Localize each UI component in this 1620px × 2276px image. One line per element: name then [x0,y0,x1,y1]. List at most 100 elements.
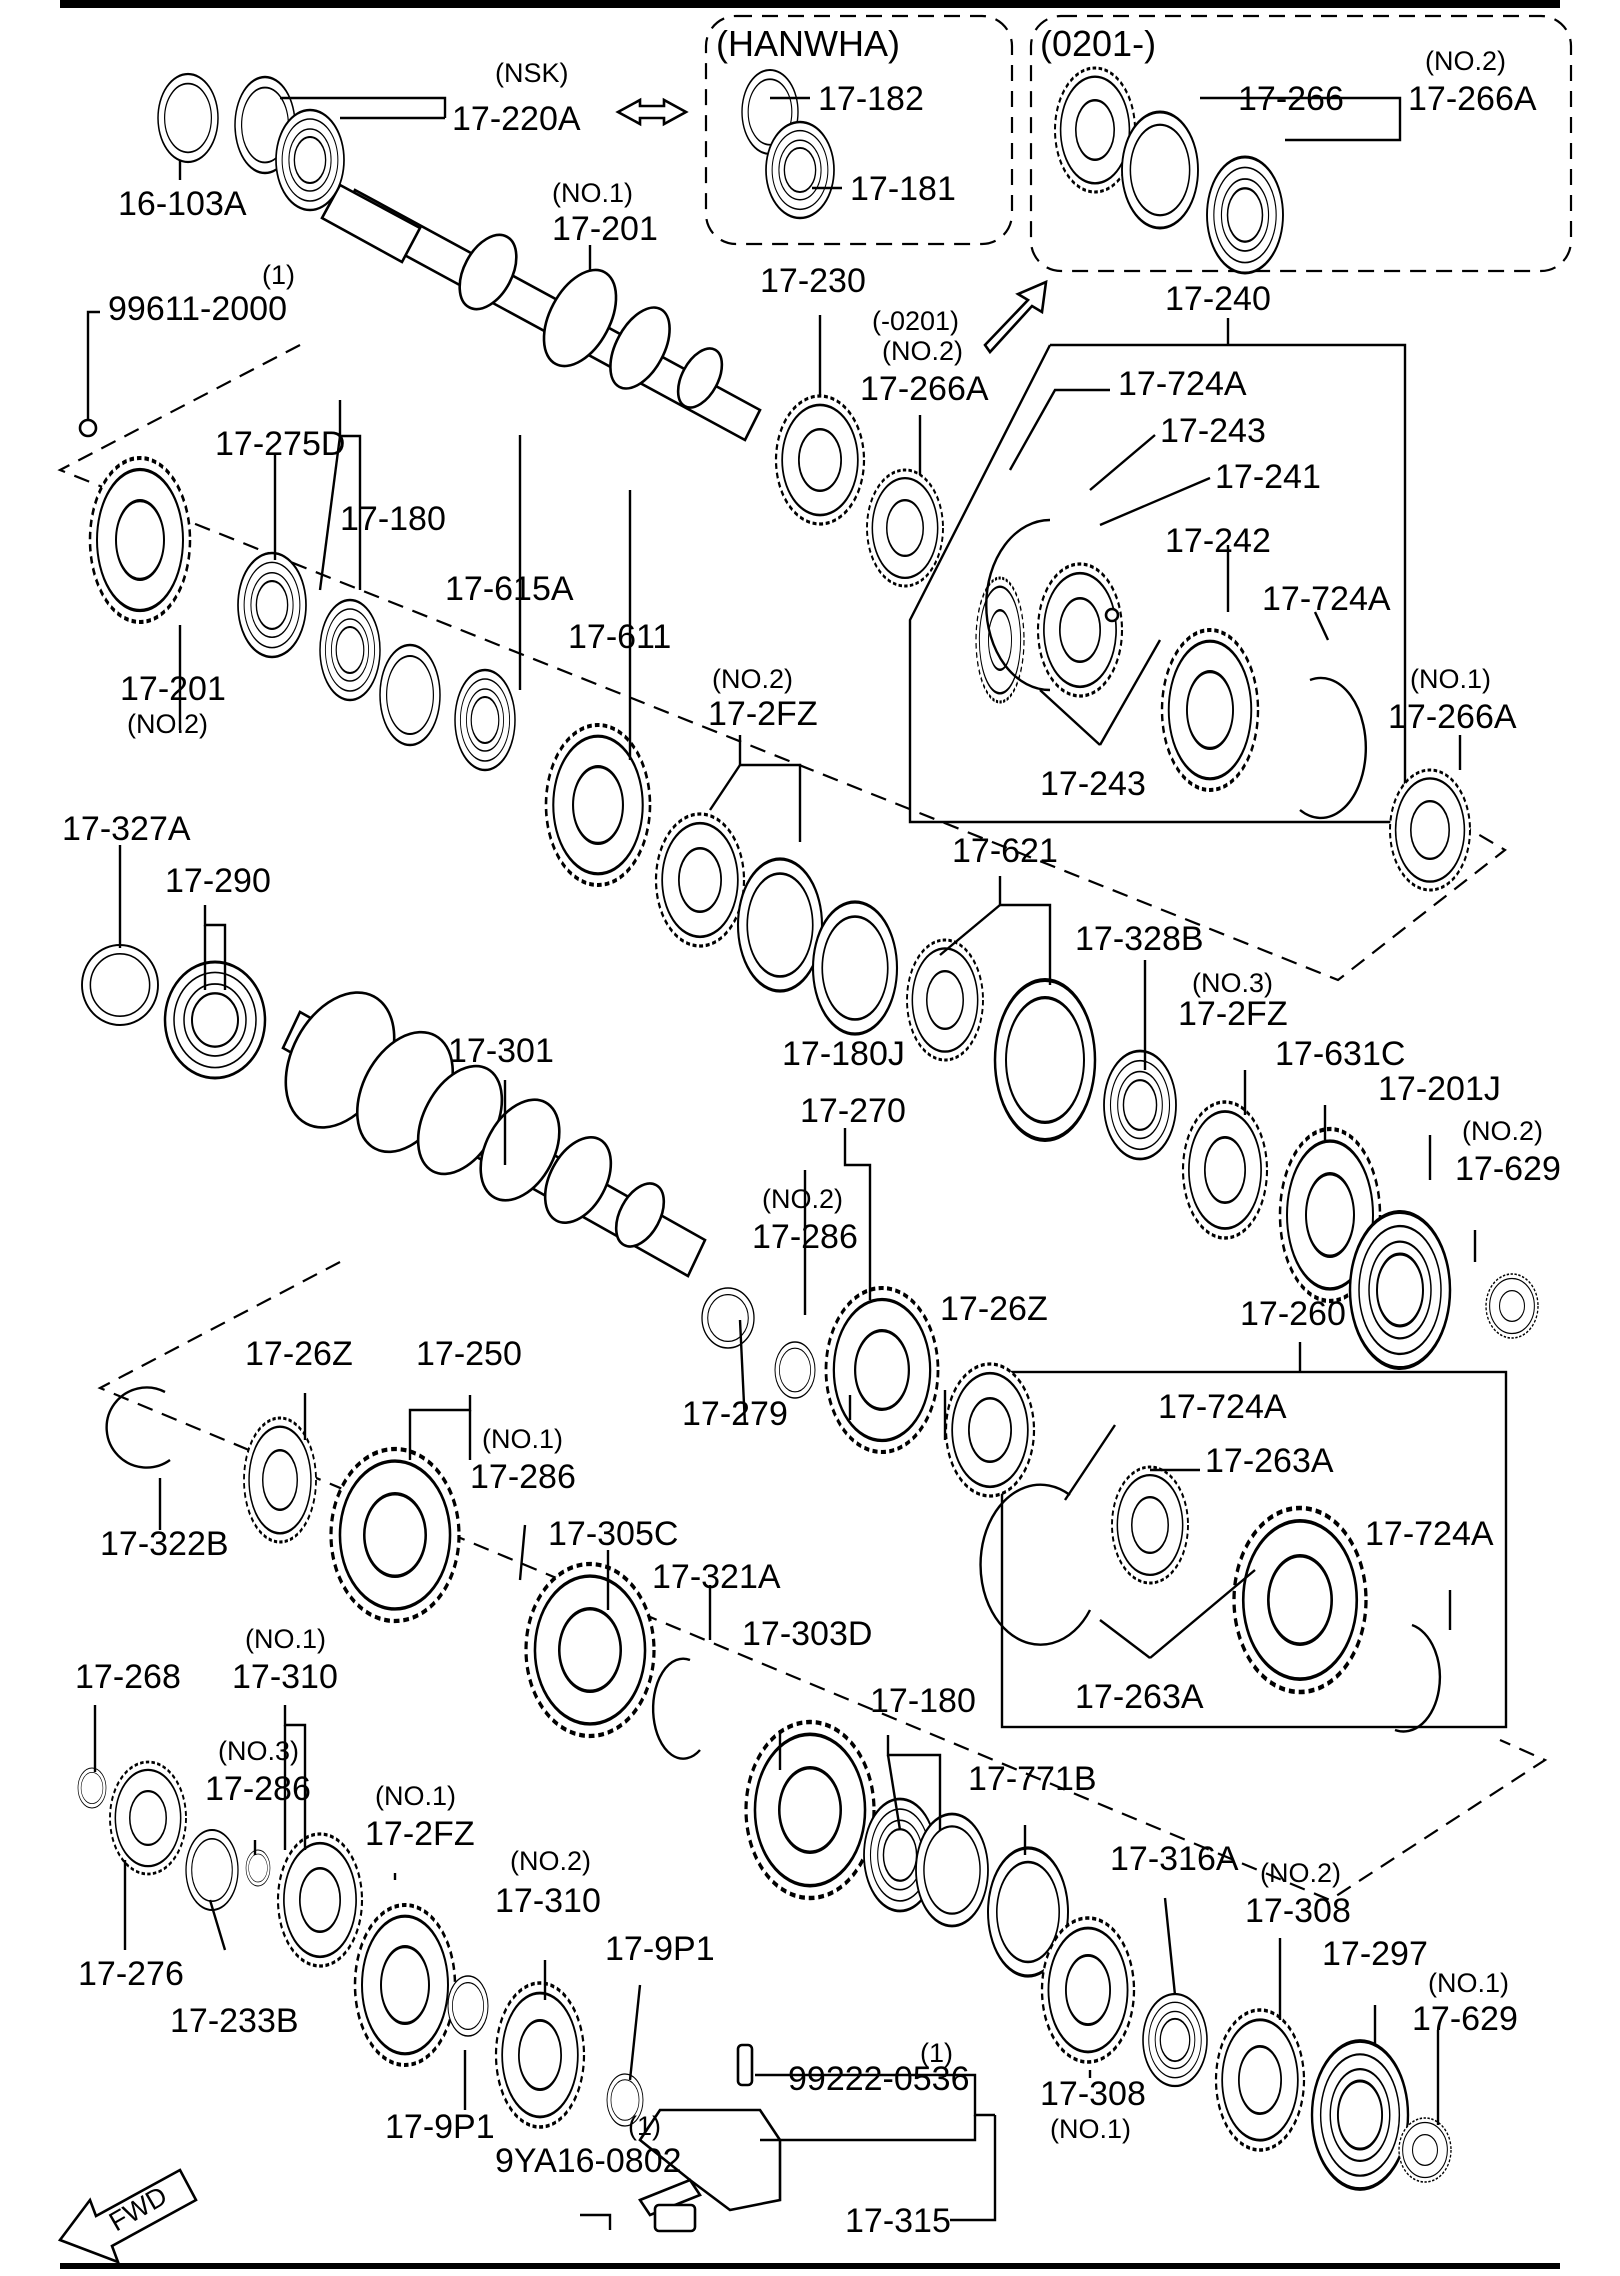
callout-17-243-a: 17-243 [1160,412,1266,450]
callout-17-201-no2-qual: (NO.2) [127,709,208,739]
components [77,66,1539,2191]
callout-17-310-no1: 17-310 [232,1658,338,1696]
callout-17-26Z-a: 17-26Z [940,1290,1048,1328]
callout-17-268: 17-268 [75,1658,181,1696]
callout-17-724A-a: 17-724A [1118,365,1247,403]
callout-17-327A: 17-327A [62,810,191,848]
callout-17-771B: 17-771B [968,1760,1097,1798]
callout-17-279: 17-279 [682,1395,788,1433]
callout-17-266A-qual2: (NO.2) [882,336,963,366]
callout-17-275D: 17-275D [215,425,345,463]
callout-17-270: 17-270 [800,1092,906,1130]
callout-17-286-no3-qual: (NO.3) [218,1736,299,1766]
callout-17-2FZ-no3: 17-2FZ [1178,995,1288,1033]
callout-17-260: 17-260 [1240,1295,1346,1333]
callout-17-266A-qual1: (-0201) [872,306,959,336]
callout-17-230: 17-230 [760,262,866,300]
callout-17-243-b: 17-243 [1040,765,1146,803]
callout-17-629-no2: 17-629 [1455,1150,1561,1188]
callout-17-629-no1-qual: (NO.1) [1428,1968,1509,1998]
callout-17-266A-top-qual: (NO.2) [1425,46,1506,76]
callout-17-286-no2: 17-286 [752,1218,858,1256]
callout-17-315: 17-315 [845,2202,951,2240]
callout-17-724A-b: 17-724A [1262,580,1391,618]
callout-17-182: 17-182 [818,80,924,118]
main-shaft [281,991,707,1278]
callout-99222-0536: 99222-0536 [788,2060,970,2098]
callout-labels: (HANWHA) (0201-) (NSK) 16-103A 17-220A 1… [62,23,1561,2240]
date-arrow [983,279,1048,355]
snap-rings [105,518,1442,1760]
callout-17-621: 17-621 [952,832,1058,870]
callout-17-180-a: 17-180 [340,500,446,538]
callout-99222-qual: (1) [920,2038,953,2068]
input-shaft [320,183,762,442]
callout-17-322B: 17-322B [100,1525,229,1563]
callout-17-2FZ-no2: 17-2FZ [708,695,818,733]
dashed-boxes [57,14,1573,1902]
callout-17-181: 17-181 [850,170,956,208]
frame [60,0,1560,2269]
callout-17-26Z-b: 17-26Z [245,1335,353,1373]
callout-17-328B: 17-328B [1075,920,1204,958]
callout-17-2FZ-no1: 17-2FZ [365,1815,475,1853]
callout-17-308-no1: 17-308 [1040,2075,1146,2113]
callout-17-266A-no2: 17-266A [860,370,989,408]
callout-17-2FZ-no2-qual: (NO.2) [712,664,793,694]
callout-17-286-no2-qual: (NO.2) [762,1184,843,1214]
callout-17-201-qual: (NO.1) [552,178,633,208]
callout-17-308-no2-qual: (NO.2) [1260,1858,1341,1888]
shift-fork [638,2043,782,2233]
callout-17-305C: 17-305C [548,1515,678,1553]
callout-17-266A-no1: 17-266A [1388,698,1517,736]
group-box-17-260 [1000,1342,1508,1729]
callout-9YA16-qual: (1) [628,2111,661,2141]
callout-17-180J: 17-180J [782,1035,905,1073]
callout-17-308-no1-qual: (NO.1) [1050,2114,1131,2144]
callout-17-220A: 17-220A [452,100,581,138]
callout-17-297: 17-297 [1322,1935,1428,1973]
callout-17-201-no2: 17-201 [120,670,226,708]
callout-17-286-no1: 17-286 [470,1458,576,1496]
callout-17-310-no2: 17-310 [495,1882,601,1920]
callout-17-2FZ-no3-qual: (NO.3) [1192,968,1273,998]
callout-99611-qual: (1) [262,260,295,290]
callout-17-250: 17-250 [416,1335,522,1373]
callout-17-290: 17-290 [165,862,271,900]
callout-17-266A-top: 17-266A [1408,80,1537,118]
callout-17-286-no3: 17-286 [205,1770,311,1808]
hanwha-label: (HANWHA) [716,23,900,64]
callout-99611-2000: 99611-2000 [108,290,287,328]
callout-17-263A-a: 17-263A [1205,1442,1334,1480]
callout-17-9P1-b: 17-9P1 [605,1930,715,1968]
callout-17-316A: 17-316A [1110,1840,1239,1878]
callout-17-629-no2-qual: (NO.2) [1462,1116,1543,1146]
callout-17-310-no2-qual: (NO.2) [510,1846,591,1876]
callout-17-266: 17-266 [1238,80,1344,118]
callout-17-2FZ-no1-qual: (NO.1) [375,1781,456,1811]
callout-17-629-no1: 17-629 [1412,2000,1518,2038]
callout-17-233B: 17-233B [170,2002,299,2040]
callout-17-201J: 17-201J [1378,1070,1501,1108]
date-range-label: (0201-) [1040,23,1156,64]
callout-17-724A-d: 17-724A [1365,1515,1494,1553]
callout-17-308-no2: 17-308 [1245,1892,1351,1930]
callout-17-631C: 17-631C [1275,1035,1405,1073]
callout-16-103A: 16-103A [118,185,247,223]
callout-17-242: 17-242 [1165,522,1271,560]
nsk-label: (NSK) [495,58,569,88]
callout-17-724A-c: 17-724A [1158,1388,1287,1426]
callout-9YA16-0802: 9YA16-0802 [495,2142,682,2180]
callout-17-9P1-a: 17-9P1 [385,2108,495,2146]
callout-17-301: 17-301 [448,1032,554,1070]
callout-17-615A: 17-615A [445,570,574,608]
hanwha-arrow [615,97,689,127]
callout-17-310-no1-qual: (NO.1) [245,1624,326,1654]
callout-17-611: 17-611 [568,618,671,656]
fwd-arrow[interactable]: FWD [57,2168,198,2265]
group-box-17-240 [908,318,1407,824]
callout-17-201-no1: 17-201 [552,210,658,248]
callout-17-241: 17-241 [1215,458,1321,496]
callout-17-303D: 17-303D [742,1615,872,1653]
